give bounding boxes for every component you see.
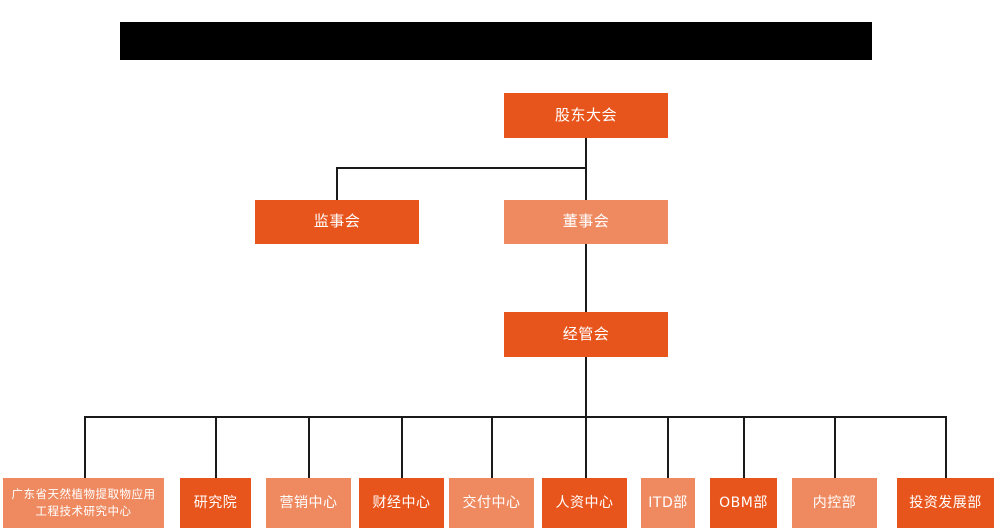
org-node-guangdong-research-center[interactable]: 广东省天然植物提取物应用工程技术研究中心 [3, 478, 164, 528]
org-node-label: OBM部 [719, 494, 768, 511]
connector-drop-internal-control-department [834, 416, 836, 478]
org-node-label: 内控部 [812, 494, 857, 511]
org-node-label: 交付中心 [462, 494, 521, 511]
org-node-obm-department[interactable]: OBM部 [710, 478, 777, 528]
connector-drop-itd-department [667, 416, 669, 478]
connector-drop-delivery-center [491, 416, 493, 478]
org-node-label: 股东大会 [554, 105, 617, 124]
connector-management-down [585, 357, 587, 417]
connector-tier2-bus [336, 167, 587, 169]
org-node-label: 人资中心 [555, 494, 614, 511]
connector-drop-marketing-center [308, 416, 310, 478]
connector-directors-down [585, 167, 587, 201]
connector-shareholders-down [585, 137, 587, 169]
connector-directors-to-management [585, 243, 587, 312]
org-node-itd-department[interactable]: ITD部 [641, 478, 695, 528]
connector-drop-obm-department [743, 416, 745, 478]
org-node-internal-control-department[interactable]: 内控部 [792, 478, 877, 528]
org-node-research-institute[interactable]: 研究院 [180, 478, 251, 528]
org-node-board-of-directors[interactable]: 董事会 [504, 200, 668, 244]
org-node-label: 董事会 [562, 212, 610, 231]
org-node-investment-development-department[interactable]: 投资发展部 [897, 478, 994, 528]
org-node-board-of-supervisors[interactable]: 监事会 [255, 200, 419, 244]
connector-drop-research-institute [215, 416, 217, 478]
connector-drop-finance-center [401, 416, 403, 478]
connector-drop-guangdong-research-center [84, 416, 86, 478]
org-node-label: 监事会 [313, 212, 361, 231]
org-node-label: 财经中心 [372, 494, 431, 511]
org-node-hr-center[interactable]: 人资中心 [542, 478, 627, 528]
org-node-management-committee[interactable]: 经管会 [504, 312, 668, 357]
connector-supervisors-down [336, 167, 338, 201]
redacted-title-bar [120, 22, 872, 60]
org-node-shareholders-meeting[interactable]: 股东大会 [504, 93, 668, 138]
org-node-label: 研究院 [193, 494, 238, 511]
org-node-finance-center[interactable]: 财经中心 [359, 478, 444, 528]
org-node-label: 广东省天然植物提取物应用工程技术研究中心 [11, 487, 156, 518]
org-node-label: 营销中心 [279, 494, 338, 511]
connector-tier4-bus [84, 416, 947, 418]
org-node-marketing-center[interactable]: 营销中心 [266, 478, 351, 528]
org-node-label: 经管会 [562, 324, 610, 343]
org-node-delivery-center[interactable]: 交付中心 [449, 478, 534, 528]
connector-drop-hr-center [585, 416, 587, 478]
org-node-label: 投资发展部 [909, 494, 982, 511]
connector-drop-investment-development-department [945, 416, 947, 478]
org-node-label: ITD部 [648, 494, 688, 511]
